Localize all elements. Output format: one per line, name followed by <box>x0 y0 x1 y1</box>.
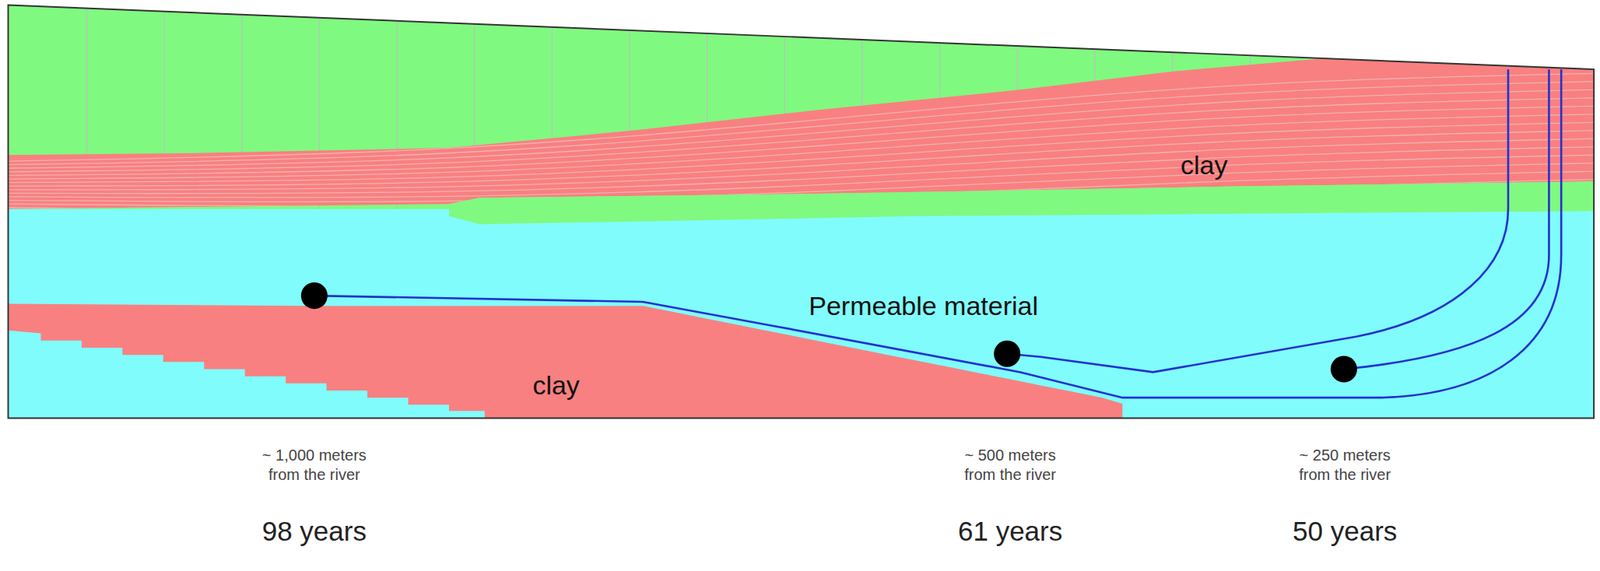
layer-label: clay <box>532 368 579 403</box>
distance-label: ~ 1,000 meters from the river <box>256 445 373 485</box>
contour-line <box>7 73 1594 162</box>
green-lens <box>449 181 1594 225</box>
flow-line <box>1343 69 1550 369</box>
distance-label: ~ 500 meters from the river <box>951 445 1069 485</box>
flow-line <box>314 69 1562 398</box>
contour-line <box>7 138 1594 190</box>
flow-paths <box>314 69 1562 398</box>
section-frame <box>7 5 1594 419</box>
travel-time: 98 years <box>262 514 367 549</box>
well-dot <box>1330 355 1358 383</box>
contour-line <box>7 105 1594 176</box>
layer-label: clay <box>1180 148 1228 183</box>
upper-soil <box>7 5 1594 419</box>
well-dot <box>993 340 1021 368</box>
distance-label: ~ 250 meters from the river <box>1286 445 1404 485</box>
well-dot <box>301 282 328 309</box>
contour-line <box>7 81 1594 165</box>
permeable-layer <box>7 209 1594 419</box>
contour-line <box>7 130 1594 186</box>
flow-line <box>1007 69 1509 372</box>
travel-time: 50 years <box>1292 514 1397 549</box>
travel-time: 61 years <box>957 514 1063 549</box>
layer-label: Permeable material <box>808 289 1039 323</box>
well-dots <box>301 282 1358 383</box>
